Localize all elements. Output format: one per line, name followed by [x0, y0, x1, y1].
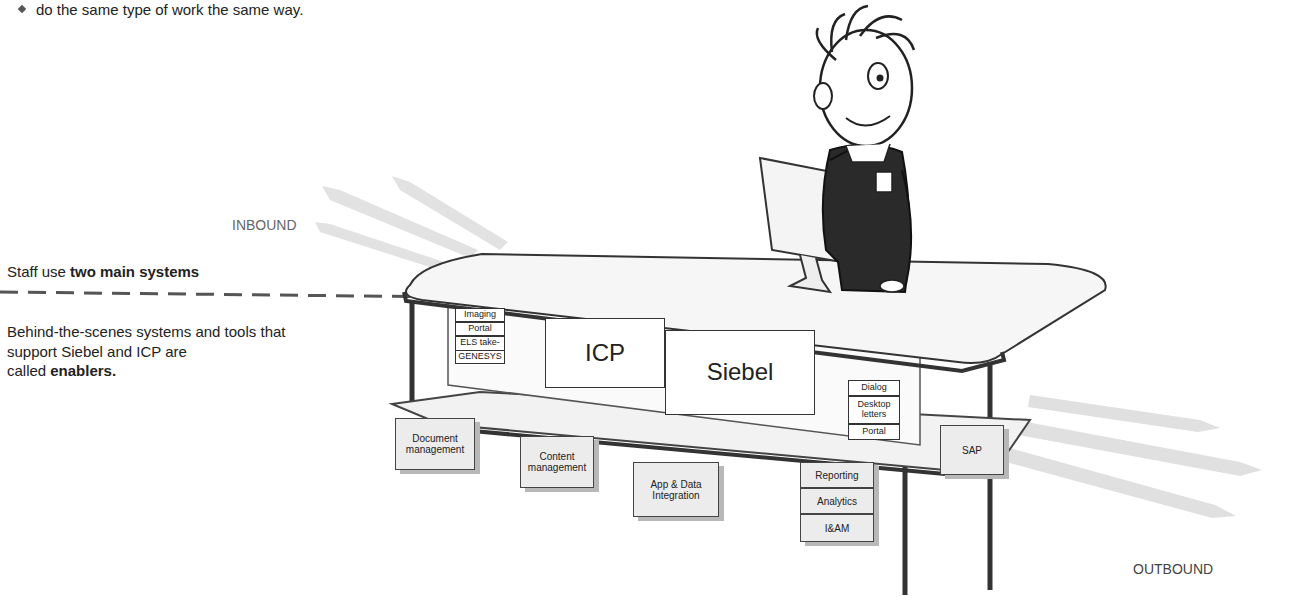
system-name: Imaging	[464, 310, 496, 320]
note-text: Behind-the-scenes systems and tools that…	[7, 322, 292, 381]
bullet-text: do the same type of work the same way.	[36, 1, 303, 20]
enabler-box: Reporting	[800, 462, 874, 488]
system-box: Dialog	[848, 380, 900, 396]
enabler-box: Document management	[395, 418, 475, 470]
system-name: Analytics	[817, 496, 857, 507]
flow-label: INBOUND	[232, 217, 297, 233]
enabler-box: Analytics	[800, 488, 874, 514]
system-name: Dialog	[861, 383, 887, 393]
enabler-box: I&AM	[800, 514, 874, 542]
system-box: Portal	[848, 424, 900, 440]
system-name: App & Data Integration	[637, 479, 715, 501]
system-box: Portal	[455, 322, 505, 336]
system-name: Reporting	[815, 470, 858, 481]
bullet-marker	[18, 5, 26, 13]
note-text: Staff use	[7, 263, 66, 280]
system-name: GENESYS	[458, 352, 502, 362]
bullet-text: do the same type of work the same way.	[36, 1, 303, 18]
flow-label: OUTBOUND	[1133, 561, 1213, 577]
system-name: Content management	[524, 451, 590, 473]
dashed-divider	[0, 292, 452, 297]
system-box: Desktop letters	[848, 396, 900, 424]
note-emphasis: two main systems	[70, 263, 199, 280]
system-box: GENESYS	[455, 350, 505, 364]
main-system-box: ICP	[545, 318, 665, 388]
system-name: Portal	[468, 324, 492, 334]
badge	[876, 172, 892, 192]
system-name: Siebel	[707, 359, 774, 385]
flow-label: INBOUND	[232, 217, 297, 235]
note-text: Behind-the-scenes systems and tools that…	[7, 323, 285, 379]
main-system-box: Siebel	[665, 330, 815, 415]
note-text: Staff usetwo main systems	[7, 262, 407, 282]
system-name: SAP	[962, 445, 982, 456]
outbound-arrows	[1003, 395, 1262, 518]
system-box: Imaging	[455, 308, 505, 322]
flow-label: OUTBOUND	[1133, 561, 1213, 579]
person	[814, 6, 914, 292]
system-name: Portal	[862, 427, 886, 437]
system-name: ICP	[585, 340, 625, 366]
system-name: Desktop letters	[852, 400, 896, 420]
enabler-box: Content management	[520, 436, 594, 488]
system-name: I&AM	[825, 523, 849, 534]
enabler-box: App & Data Integration	[633, 462, 719, 517]
system-name: Document management	[399, 433, 471, 455]
enabler-box: SAP	[940, 425, 1004, 475]
note-emphasis: enablers.	[50, 362, 116, 379]
